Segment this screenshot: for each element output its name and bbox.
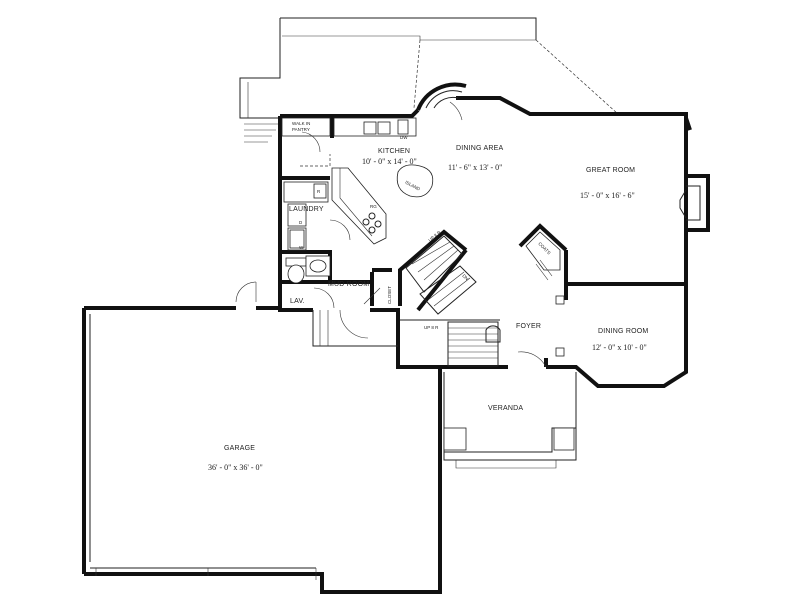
exterior-walls <box>278 96 710 388</box>
kitchen-label: KITCHEN <box>378 148 410 155</box>
laundry-fixtures <box>283 181 329 251</box>
walk-in-pantry-label-2: PANTRY <box>292 127 310 132</box>
dishwasher-label: DW <box>400 135 408 140</box>
veranda-label: VERANDA <box>488 405 523 412</box>
mud-room-step <box>312 310 398 347</box>
up-stair-label-1: UP 8 R <box>424 325 439 330</box>
lav-fixtures <box>285 255 331 284</box>
kitchen-cabinets <box>281 117 434 245</box>
washer-label: W <box>299 245 304 250</box>
refrigerator-label: R <box>317 189 321 194</box>
veranda <box>443 372 577 469</box>
down-stair-label: DN <box>461 273 469 281</box>
coats-closet <box>525 231 565 357</box>
kitchen-dims: 10' - 0" x 14' - 0" <box>362 157 417 166</box>
garage-label: GARAGE <box>224 445 255 452</box>
dining-area-label: DINING AREA <box>456 145 503 152</box>
rear-deck <box>239 17 619 143</box>
lav-label: LAV. <box>290 298 305 305</box>
closet-label: CLOSET <box>387 286 392 304</box>
bay-window <box>416 82 467 121</box>
room-labels: WALK IN PANTRY KITCHEN 10' - 0" x 14' - … <box>208 121 648 472</box>
laundry-label: LAUNDRY <box>289 206 324 213</box>
dryer-label: D <box>299 220 303 225</box>
walk-in-pantry-label-1: WALK IN <box>292 121 310 126</box>
door-swings <box>235 131 547 368</box>
foyer-label: FOYER <box>516 323 541 330</box>
mud-room-label: MUD ROOM <box>328 281 369 288</box>
range-label: RG <box>370 204 377 209</box>
dining-room-dims: 12' - 0" x 10' - 0" <box>592 343 647 352</box>
garage-dims: 36' - 0" x 36' - 0" <box>208 463 263 472</box>
dining-area-dims: 11' - 6" x 13' - 0" <box>448 163 502 172</box>
dining-room-label: DINING ROOM <box>598 328 648 335</box>
garage <box>82 306 442 594</box>
main-stairs <box>405 235 501 367</box>
great-room-dims: 15' - 0" x 16' - 6" <box>580 191 635 200</box>
great-room-label: GREAT ROOM <box>586 167 635 174</box>
